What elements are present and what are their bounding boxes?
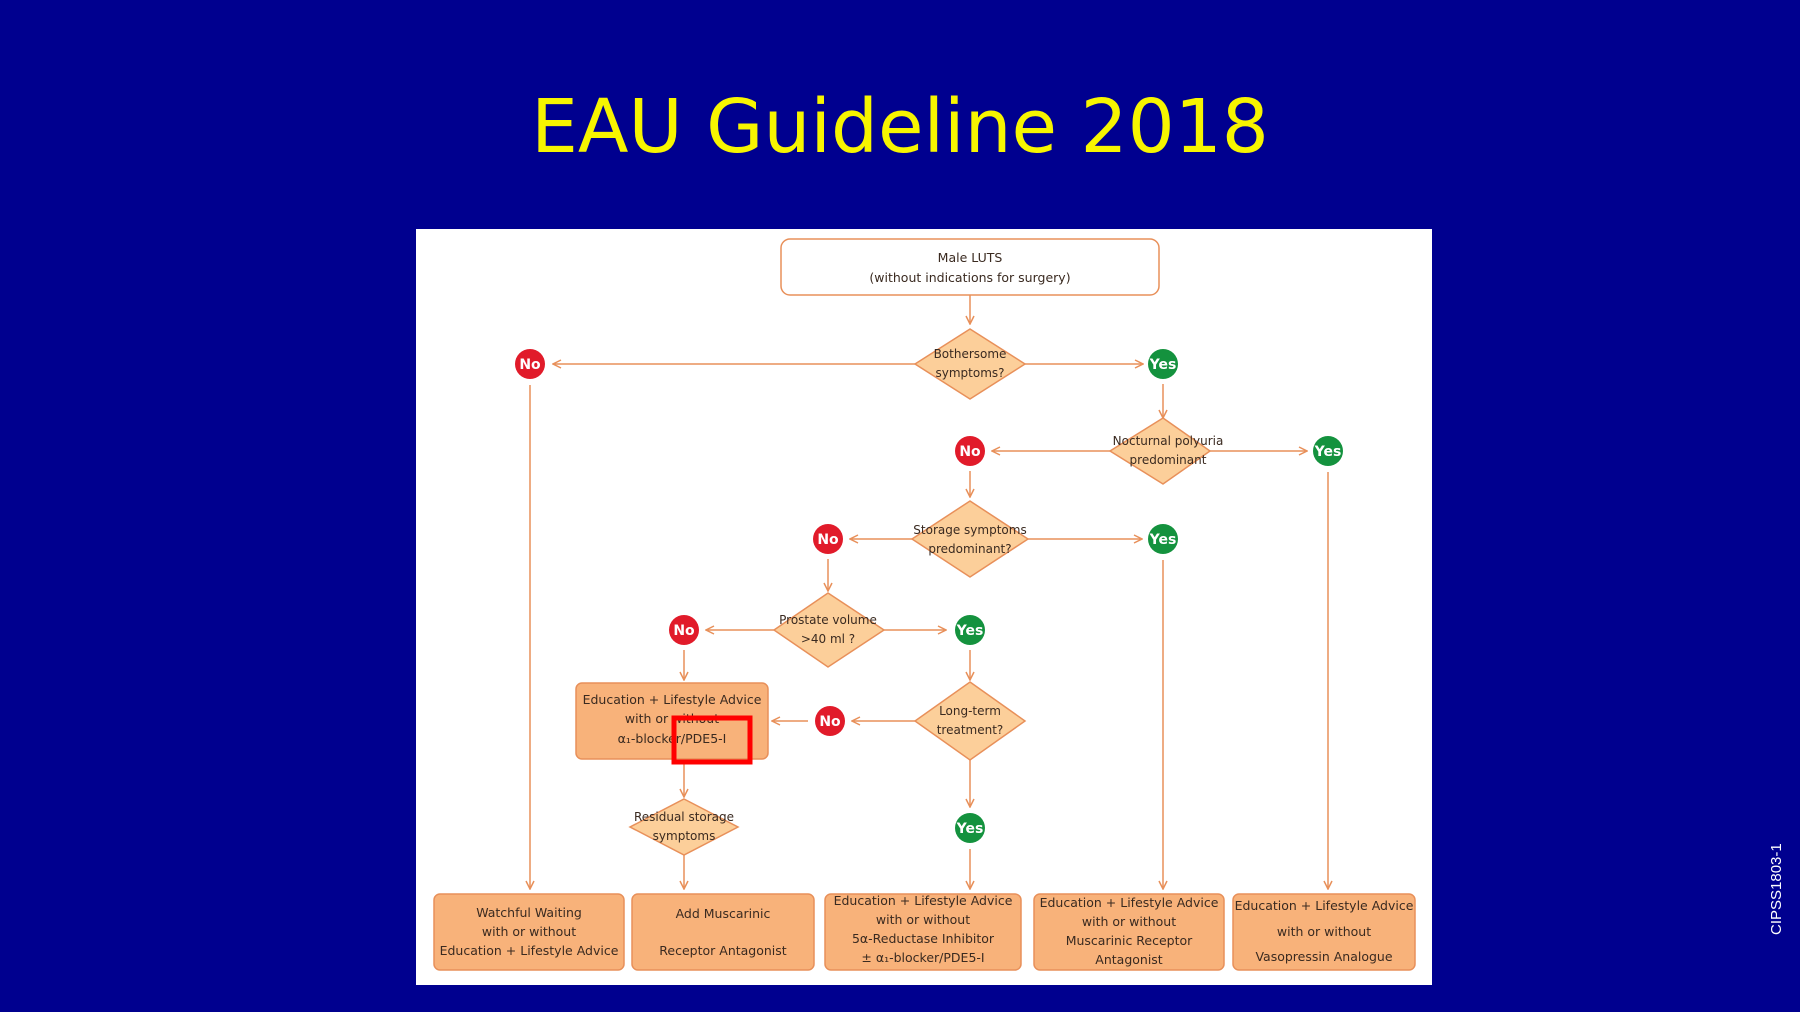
mra-line-4: Antagonist bbox=[1095, 952, 1163, 967]
svg-text:Yes: Yes bbox=[1314, 444, 1342, 460]
start-line-2: (without indications for surgery) bbox=[869, 270, 1070, 285]
svg-text:No: No bbox=[519, 357, 541, 373]
yes-badge-prostate: Yes bbox=[955, 615, 985, 645]
svg-text:No: No bbox=[959, 444, 981, 460]
longterm-line-1: Long-term bbox=[939, 704, 1001, 718]
svg-text:No: No bbox=[673, 623, 695, 639]
no-badge-storage: No bbox=[813, 524, 843, 554]
slide-title: EAU Guideline 2018 bbox=[531, 84, 1269, 170]
prostate-line-1: Prostate volume bbox=[779, 613, 877, 627]
slide-code: CIPSS1803-1 bbox=[1768, 843, 1785, 935]
no-badge-longterm: No bbox=[815, 706, 845, 736]
svg-text:No: No bbox=[817, 532, 839, 548]
muscarinic-line-1: Add Muscarinic bbox=[676, 906, 771, 921]
svg-text:Yes: Yes bbox=[1149, 532, 1177, 548]
treatment-flowchart: Male LUTS (without indications for surge… bbox=[433, 238, 1416, 971]
reductase-line-3: 5α-Reductase Inhibitor bbox=[852, 931, 995, 946]
decision-prostate: Prostate volume >40 ml ? bbox=[772, 592, 886, 668]
middle-box-line-1: Education + Lifestyle Advice bbox=[583, 692, 762, 707]
nocturnal-line-1: Nocturnal polyuria bbox=[1113, 434, 1224, 448]
no-badge-nocturnal: No bbox=[955, 436, 985, 466]
outcome-reductase-inhibitor: Education + Lifestyle Advice with or wit… bbox=[824, 893, 1022, 971]
vasopressin-line-1: Education + Lifestyle Advice bbox=[1235, 898, 1414, 913]
decision-bothersome: Bothersome symptoms? bbox=[913, 328, 1027, 400]
decision-residual: Residual storage symptoms bbox=[628, 798, 740, 856]
watchful-line-1: Watchful Waiting bbox=[476, 905, 582, 920]
mra-line-2: with or without bbox=[1082, 914, 1176, 929]
storage-line-1: Storage symptoms bbox=[913, 523, 1026, 537]
start-line-1: Male LUTS bbox=[938, 250, 1003, 265]
start-box: Male LUTS (without indications for surge… bbox=[780, 238, 1160, 296]
prostate-line-2: >40 ml ? bbox=[801, 632, 855, 646]
svg-text:Yes: Yes bbox=[1149, 357, 1177, 373]
watchful-line-2: with or without bbox=[482, 924, 576, 939]
svg-text:Yes: Yes bbox=[956, 623, 984, 639]
nocturnal-line-2: predominant bbox=[1130, 453, 1207, 467]
yes-badge-storage: Yes bbox=[1148, 524, 1178, 554]
decision-storage: Storage symptoms predominant? bbox=[910, 500, 1030, 578]
bothersome-line-1: Bothersome bbox=[934, 347, 1007, 361]
outcome-watchful-waiting: Watchful Waiting with or without Educati… bbox=[433, 893, 625, 971]
flowchart-panel: Male LUTS (without indications for surge… bbox=[416, 229, 1432, 985]
outcome-muscarinic-antagonist: Education + Lifestyle Advice with or wit… bbox=[1033, 893, 1225, 971]
outcome-add-muscarinic: Add Muscarinic Receptor Antagonist bbox=[631, 893, 815, 971]
yes-badge-longterm: Yes bbox=[955, 813, 985, 843]
no-badge-bothersome: No bbox=[515, 349, 545, 379]
reductase-line-4: ± α₁-blocker/PDE5-I bbox=[861, 950, 984, 965]
muscarinic-line-2: Receptor Antagonist bbox=[659, 943, 786, 958]
longterm-line-2: treatment? bbox=[937, 723, 1004, 737]
vasopressin-line-2: with or without bbox=[1277, 924, 1371, 939]
storage-line-2: predominant? bbox=[928, 542, 1011, 556]
mra-line-1: Education + Lifestyle Advice bbox=[1040, 895, 1219, 910]
residual-line-1: Residual storage bbox=[634, 810, 734, 824]
connector-lines bbox=[530, 295, 1328, 889]
svg-text:Yes: Yes bbox=[956, 821, 984, 837]
vasopressin-line-3: Vasopressin Analogue bbox=[1255, 949, 1392, 964]
yes-badge-nocturnal: Yes bbox=[1313, 436, 1343, 466]
reductase-line-1: Education + Lifestyle Advice bbox=[834, 893, 1013, 908]
pde5-highlight-box bbox=[671, 715, 753, 765]
mra-line-3: Muscarinic Receptor bbox=[1066, 933, 1193, 948]
bothersome-line-2: symptoms? bbox=[935, 366, 1004, 380]
residual-line-2: symptoms bbox=[653, 829, 716, 843]
watchful-line-3: Education + Lifestyle Advice bbox=[440, 943, 619, 958]
reductase-line-2: with or without bbox=[876, 912, 970, 927]
decision-nocturnal: Nocturnal polyuria predominant bbox=[1108, 417, 1224, 485]
yes-badge-bothersome: Yes bbox=[1148, 349, 1178, 379]
svg-text:No: No bbox=[819, 714, 841, 730]
outcome-vasopressin: Education + Lifestyle Advice with or wit… bbox=[1232, 893, 1416, 971]
decision-longterm: Long-term treatment? bbox=[913, 681, 1027, 761]
no-badge-prostate: No bbox=[669, 615, 699, 645]
